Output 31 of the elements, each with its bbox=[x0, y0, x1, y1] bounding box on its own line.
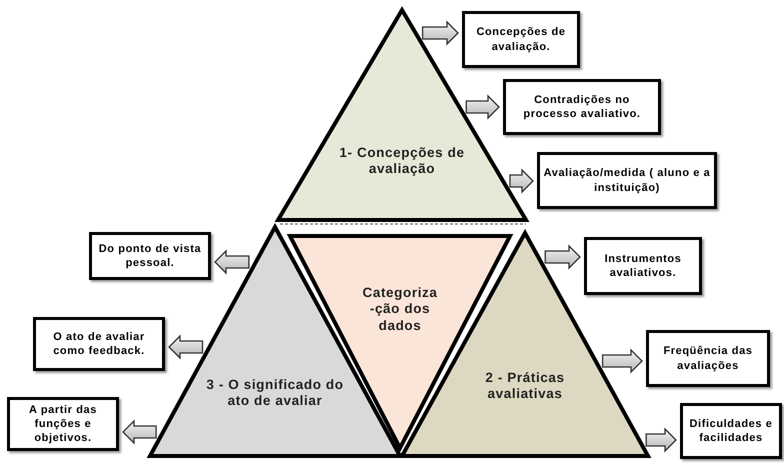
block-arrow bbox=[509, 168, 534, 194]
triangle-label: 3 - O significado do ato de avaliar bbox=[205, 377, 345, 410]
text-box bbox=[646, 330, 770, 387]
text-box bbox=[462, 11, 580, 68]
box-text: Instrumentos avaliativos. bbox=[604, 252, 682, 280]
text-box bbox=[89, 232, 211, 280]
block-arrow bbox=[214, 249, 250, 275]
box-text: Dificuldades e facilidades bbox=[688, 416, 774, 446]
triangle-label: Categoriza -ção dos dados bbox=[361, 285, 439, 334]
box-text: Avaliação/medida ( aluno e a instituição) bbox=[542, 166, 712, 195]
block-arrow bbox=[466, 94, 500, 120]
triangle-label: 1- Concepções de avaliação bbox=[338, 145, 466, 178]
box-text: A partir das funções e objetivos. bbox=[28, 402, 98, 446]
text-box bbox=[33, 317, 165, 371]
block-arrow bbox=[602, 348, 643, 374]
box-text: Contradições no processo avaliativo. bbox=[522, 92, 642, 122]
text-box bbox=[584, 237, 702, 295]
text-box bbox=[503, 79, 661, 135]
box-text: Freqüência das avaliações bbox=[662, 344, 754, 373]
text-box bbox=[680, 403, 782, 459]
block-arrow bbox=[122, 419, 157, 445]
block-arrow bbox=[544, 244, 581, 270]
box-text: O ato de avaliar como feedback. bbox=[52, 330, 146, 358]
block-arrow bbox=[168, 334, 204, 360]
text-box bbox=[537, 152, 717, 209]
box-text: Concepções de avaliação. bbox=[475, 25, 567, 54]
box-text: Do ponto de vista pessoal. bbox=[98, 242, 202, 270]
block-arrow bbox=[422, 20, 459, 46]
block-arrow bbox=[646, 427, 677, 453]
triangle-label: 2 - Práticas avaliativas bbox=[484, 370, 566, 403]
text-box bbox=[7, 397, 119, 451]
